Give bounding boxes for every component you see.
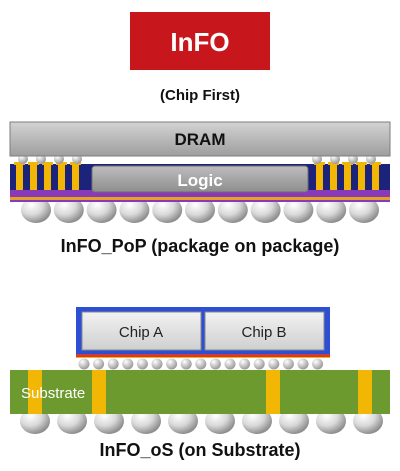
subtitle: (Chip First) <box>160 87 240 104</box>
pop-via-pad <box>28 162 39 165</box>
os-c4-bumps <box>78 358 324 370</box>
logic-die <box>91 165 309 193</box>
pop-solder-ball <box>119 197 150 223</box>
os-c4-bump <box>122 358 134 370</box>
os-solder-ball <box>242 408 272 434</box>
os-solder-balls <box>20 408 383 434</box>
pop-solder-ball <box>152 197 183 223</box>
pop-solder-balls <box>21 197 379 223</box>
chip-b <box>204 311 325 351</box>
os-c4-bump <box>93 358 105 370</box>
os-solder-ball <box>94 408 124 434</box>
chip-a-label: Chip A <box>119 324 163 341</box>
pop-solder-ball <box>185 197 215 223</box>
pop-via <box>30 164 37 190</box>
pop-solder-ball <box>21 197 51 223</box>
pop-package: Logic DRAM <box>9 121 391 223</box>
pop-via <box>44 164 51 190</box>
os-c4-bump <box>268 358 280 370</box>
pop-via <box>330 164 337 190</box>
logic-label: Logic <box>177 171 222 190</box>
dram-label: DRAM <box>175 130 226 149</box>
pop-solder-ball <box>283 197 314 223</box>
substrate-label: Substrate <box>21 385 85 402</box>
os-solder-ball <box>131 408 161 434</box>
substrate-via <box>266 370 280 414</box>
pop-via <box>344 164 351 190</box>
pop-via-pad <box>56 162 67 165</box>
substrate-vias <box>28 370 372 414</box>
pop-solder-ball <box>53 197 84 223</box>
os-c4-bump <box>195 358 207 370</box>
pop-via-pad <box>14 162 25 165</box>
pop-solder-ball <box>86 197 117 223</box>
pop-via-pad <box>356 162 367 165</box>
os-package: Substrate Chip A Chip B <box>10 307 390 434</box>
os-c4-bump <box>224 358 236 370</box>
pop-via-pad <box>42 162 53 165</box>
pop-solder-ball <box>217 197 248 223</box>
header-badge: InFO <box>130 12 270 70</box>
pop-via <box>358 164 365 190</box>
os-solder-ball <box>168 408 198 434</box>
os-c4-bump <box>253 358 265 370</box>
pop-caption: InFO_PoP (package on package) <box>61 236 340 256</box>
pop-via <box>16 164 23 190</box>
os-c4-bump <box>151 358 163 370</box>
dram-package <box>9 121 391 157</box>
os-caption: InFO_oS (on Substrate) <box>99 440 300 460</box>
pop-via <box>58 164 65 190</box>
os-solder-ball <box>279 408 309 434</box>
os-c4-bump <box>78 358 90 370</box>
os-solder-ball <box>57 408 87 434</box>
os-c4-bump <box>166 358 178 370</box>
chip-b-label: Chip B <box>241 324 286 341</box>
os-c4-bump <box>107 358 119 370</box>
substrate-via <box>358 370 372 414</box>
os-c4-bump <box>239 358 251 370</box>
os-solder-ball <box>316 408 346 434</box>
pop-solder-ball <box>316 197 347 223</box>
os-solder-ball <box>20 408 50 434</box>
pop-via <box>72 164 79 190</box>
pop-solder-ball <box>349 197 379 223</box>
pop-rdl-trace <box>10 197 390 200</box>
os-c4-bump <box>312 358 324 370</box>
os-c4-bump <box>297 358 309 370</box>
pop-via-pad <box>314 162 325 165</box>
pop-via <box>316 164 323 190</box>
os-rdl-red <box>76 354 330 357</box>
badge-text: InFO <box>170 27 229 57</box>
os-c4-bump <box>136 358 148 370</box>
substrate-via <box>28 370 42 414</box>
pop-via-pad <box>342 162 353 165</box>
chip-a <box>81 311 202 351</box>
os-c4-bump <box>209 358 221 370</box>
pop-through-vias <box>14 162 381 190</box>
pop-via-pad <box>370 162 381 165</box>
substrate <box>10 370 390 414</box>
os-solder-ball <box>353 408 383 434</box>
pop-via <box>372 164 379 190</box>
os-c4-bump <box>180 358 192 370</box>
os-solder-ball <box>205 408 235 434</box>
pop-solder-ball <box>250 197 281 223</box>
badge-background <box>130 12 270 70</box>
substrate-via <box>92 370 106 414</box>
os-c4-bump <box>282 358 294 370</box>
